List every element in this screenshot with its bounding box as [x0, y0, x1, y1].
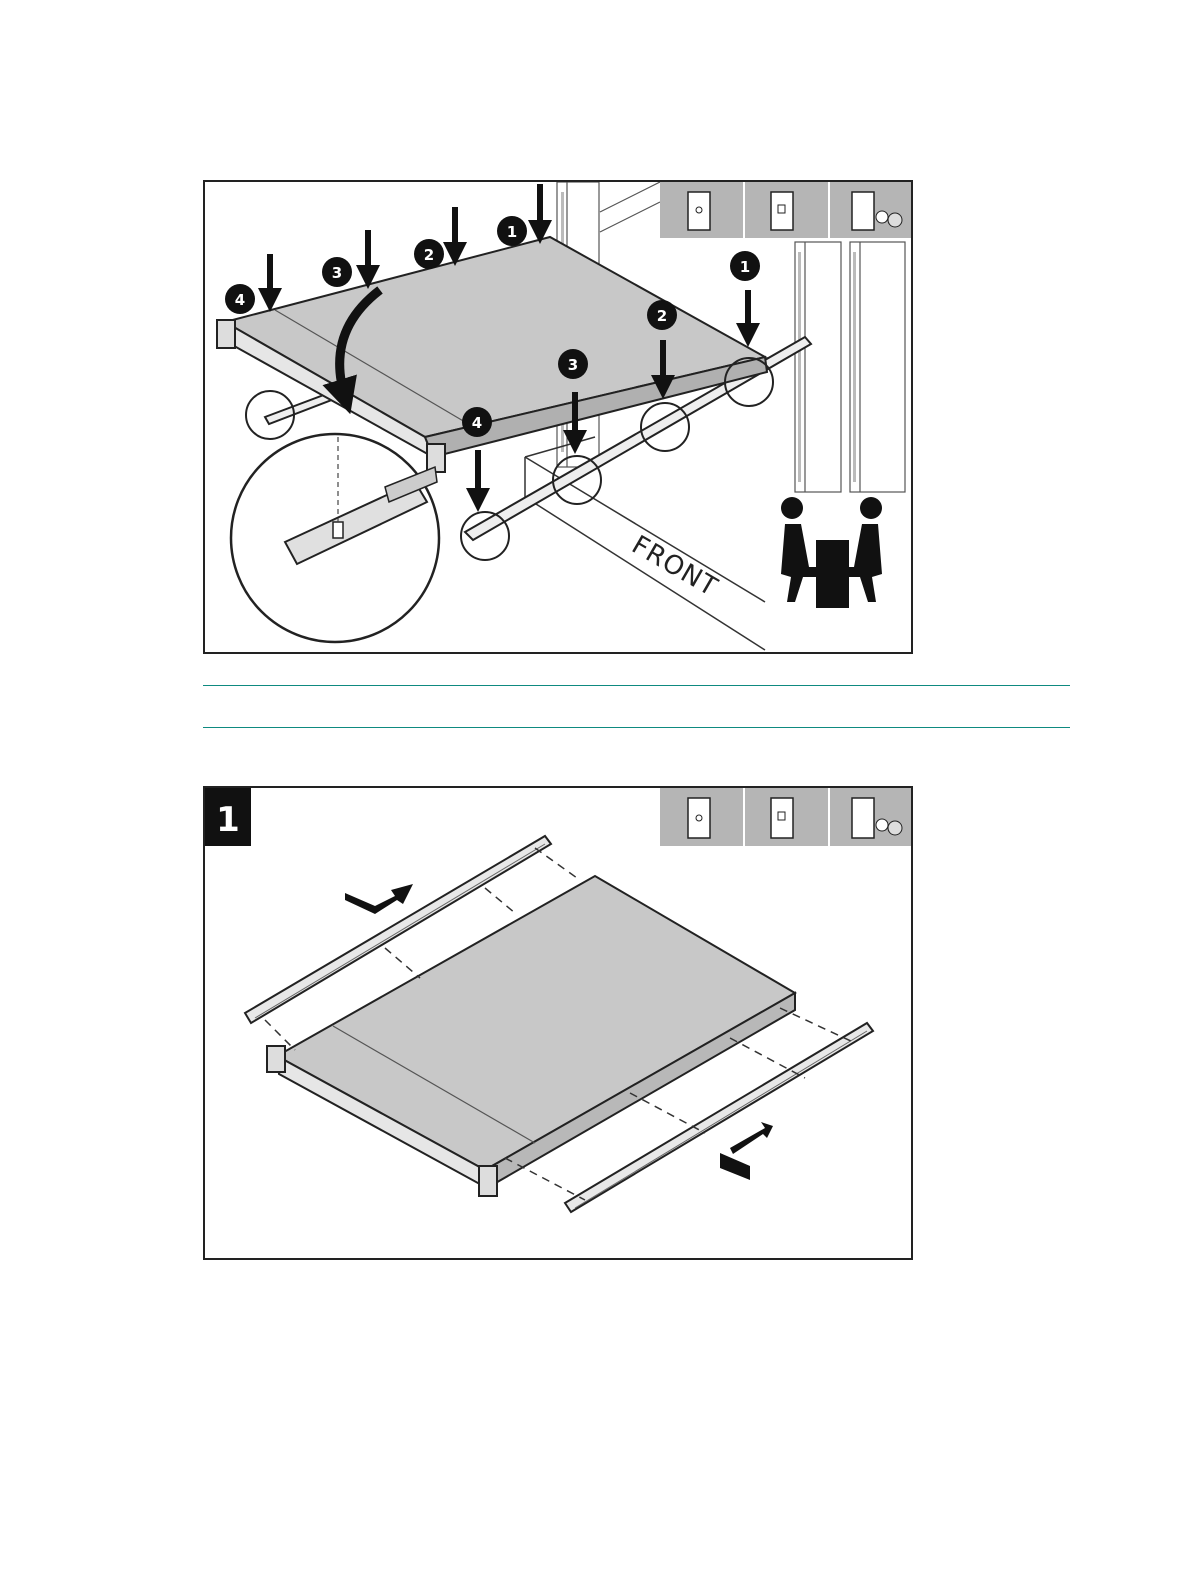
- callout-4-bottom: 4: [462, 407, 492, 437]
- svg-text:3: 3: [568, 356, 578, 374]
- step-number: 1: [216, 800, 240, 840]
- tool-icons-panel: [660, 182, 911, 238]
- figure-install-server-into-rack: FRONT 1: [203, 180, 913, 654]
- svg-text:1: 1: [507, 223, 517, 241]
- hole-type-square-icon: [771, 798, 793, 838]
- callout-1-bottom: 1: [730, 251, 760, 281]
- callout-2-bottom: 2: [647, 300, 677, 330]
- illustration-attach-rails: 1: [205, 788, 911, 1258]
- step-badge: 1: [205, 788, 251, 846]
- callout-3-bottom: 3: [558, 349, 588, 379]
- two-person-lift-icon: [781, 497, 882, 608]
- section-rule-top: [203, 685, 1070, 686]
- slide-arrow-right: [720, 1122, 773, 1180]
- callout-4-top: 4: [225, 284, 255, 314]
- detail-circle-magnified: [231, 434, 439, 642]
- svg-text:1: 1: [740, 258, 750, 276]
- hole-type-round-icon: [688, 798, 710, 838]
- illustration-install-server: FRONT 1: [205, 182, 911, 652]
- server-chassis: [267, 876, 795, 1196]
- slide-arrow-left: [345, 884, 413, 914]
- callout-2-top: 2: [414, 239, 444, 269]
- svg-text:2: 2: [657, 307, 667, 325]
- hole-type-square-icon: [771, 192, 793, 230]
- svg-text:4: 4: [472, 414, 482, 432]
- figure-attach-rails-to-server: 1: [203, 786, 913, 1260]
- callout-1-top: 1: [497, 216, 527, 246]
- svg-text:4: 4: [235, 291, 245, 309]
- server-chassis: [217, 237, 767, 472]
- tool-icons-panel: [660, 788, 911, 846]
- svg-text:2: 2: [424, 246, 434, 264]
- callout-3-top: 3: [322, 257, 352, 287]
- svg-text:3: 3: [332, 264, 342, 282]
- hole-type-round-icon: [688, 192, 710, 230]
- section-rule-bottom: [203, 727, 1070, 728]
